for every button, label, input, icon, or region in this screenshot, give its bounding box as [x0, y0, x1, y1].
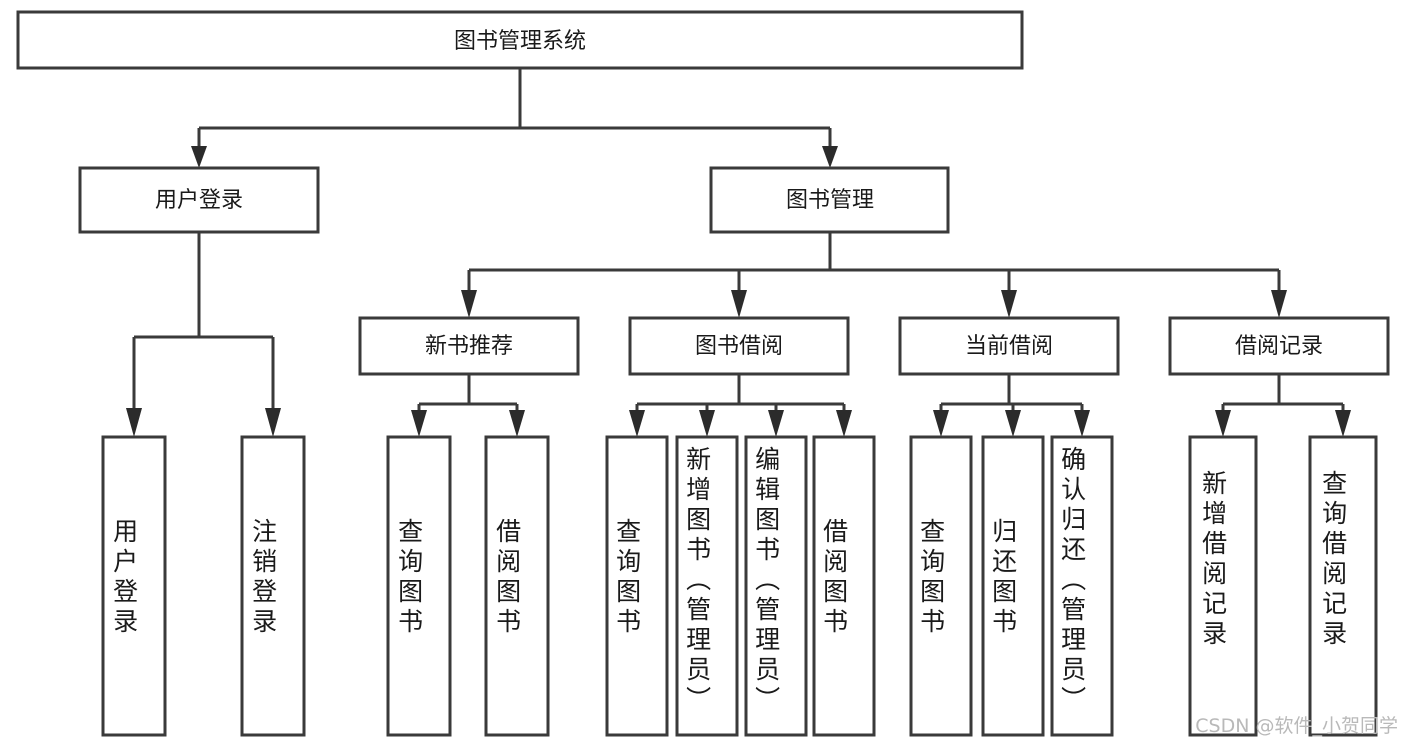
arrowhead-current-borrow — [1001, 290, 1017, 318]
node-current-borrow-label: 当前借阅 — [965, 334, 1053, 359]
node-leaf-user-login-label: 用户登录 — [110, 518, 139, 638]
node-book-borrow[interactable]: 图书借阅 — [628, 316, 850, 376]
arrowhead-book-manage — [822, 146, 838, 168]
arrowhead-leaf-query-book-3 — [933, 410, 949, 437]
node-leaf-query-borrow-record-box[interactable] — [1308, 435, 1378, 737]
node-leaf-query-borrow-record-label: 查询借阅记录 — [1319, 470, 1348, 650]
node-root-box[interactable] — [16, 10, 1024, 70]
arrowhead-leaf-return-book — [1005, 410, 1021, 437]
connector-layer — [126, 68, 1351, 437]
arrowhead-leaf-add-borrow-record — [1215, 410, 1231, 437]
node-leaf-query-book-2-box[interactable] — [605, 435, 669, 737]
node-leaf-return-book-box[interactable] — [981, 435, 1045, 737]
node-new-book-recommend-box[interactable] — [358, 316, 580, 376]
node-leaf-logout-label: 注销登录 — [249, 518, 278, 638]
arrowhead-new-book-recommend — [461, 290, 477, 318]
arrowhead-leaf-borrow-book-2 — [836, 410, 852, 437]
node-current-borrow-box[interactable] — [898, 316, 1120, 376]
node-book-manage-box[interactable] — [709, 166, 950, 234]
node-leaf-confirm-return-admin-box[interactable] — [1050, 435, 1114, 737]
arrowhead-leaf-confirm-return-admin — [1074, 410, 1090, 437]
arrowhead-borrow-record — [1271, 290, 1287, 318]
node-leaf-query-book-3-label: 查询图书 — [917, 518, 946, 638]
arrowhead-leaf-user-login — [126, 408, 142, 437]
arrowhead-book-borrow — [731, 290, 747, 318]
arrowhead-user-login — [191, 146, 207, 168]
node-user-login-box[interactable] — [78, 166, 320, 234]
node-leaf-query-book-2-label: 查询图书 — [613, 518, 642, 638]
node-leaf-edit-book-admin-box[interactable] — [744, 435, 808, 737]
node-root[interactable]: 图书管理系统 — [16, 10, 1024, 70]
arrowhead-leaf-query-book-2 — [629, 410, 645, 437]
node-new-book-recommend[interactable]: 新书推荐 — [358, 316, 580, 376]
node-leaf-query-book-1-label: 查询图书 — [395, 518, 424, 638]
node-leaf-user-login-box[interactable] — [101, 435, 167, 737]
node-leaf-query-book-1-box[interactable] — [386, 435, 452, 737]
arrowhead-leaf-logout — [265, 408, 281, 437]
node-borrow-record[interactable]: 借阅记录 — [1168, 316, 1390, 376]
node-leaf-borrow-book-1-label: 借阅图书 — [493, 518, 522, 638]
node-book-borrow-label: 图书借阅 — [695, 334, 783, 359]
leaf-label-layer: 用户登录 注销登录 查询图书 借阅图书 查询图书 新增图书（管理员） 编辑图书（… — [110, 446, 1348, 716]
arrowhead-leaf-add-book-admin — [699, 410, 715, 437]
node-leaf-add-borrow-record-box[interactable] — [1188, 435, 1258, 737]
node-leaf-borrow-book-2-label: 借阅图书 — [820, 518, 849, 638]
node-book-manage[interactable]: 图书管理 — [709, 166, 950, 234]
leaf-layer — [101, 435, 1378, 737]
node-book-manage-label: 图书管理 — [786, 188, 874, 213]
node-leaf-add-borrow-record-label: 新增借阅记录 — [1199, 470, 1228, 650]
node-leaf-borrow-book-2-box[interactable] — [812, 435, 876, 737]
node-borrow-record-box[interactable] — [1168, 316, 1390, 376]
node-current-borrow[interactable]: 当前借阅 — [898, 316, 1120, 376]
arrowhead-leaf-borrow-book-1 — [509, 410, 525, 437]
arrowhead-leaf-edit-book-admin — [768, 410, 784, 437]
node-leaf-logout-box[interactable] — [240, 435, 306, 737]
node-borrow-record-label: 借阅记录 — [1235, 334, 1323, 359]
node-user-login[interactable]: 用户登录 — [78, 166, 320, 234]
arrowhead-leaf-query-borrow-record — [1335, 410, 1351, 437]
node-new-book-recommend-label: 新书推荐 — [425, 334, 513, 359]
node-leaf-return-book-label: 归还图书 — [989, 518, 1018, 638]
node-leaf-query-book-3-box[interactable] — [909, 435, 973, 737]
csdn-watermark: CSDN @软件_小贺同学 — [1195, 715, 1398, 737]
node-leaf-add-book-admin-label: 新增图书（管理员） — [683, 446, 712, 716]
node-leaf-add-book-admin-box[interactable] — [675, 435, 739, 737]
node-leaf-borrow-book-1-box[interactable] — [484, 435, 550, 737]
node-book-borrow-box[interactable] — [628, 316, 850, 376]
arrowhead-leaf-query-book-1 — [411, 410, 427, 437]
node-leaf-edit-book-admin-label: 编辑图书（管理员） — [752, 446, 781, 716]
node-root-label: 图书管理系统 — [454, 29, 586, 54]
node-leaf-confirm-return-admin-label: 确认归还（管理员） — [1058, 446, 1087, 716]
node-user-login-label: 用户登录 — [155, 188, 243, 213]
